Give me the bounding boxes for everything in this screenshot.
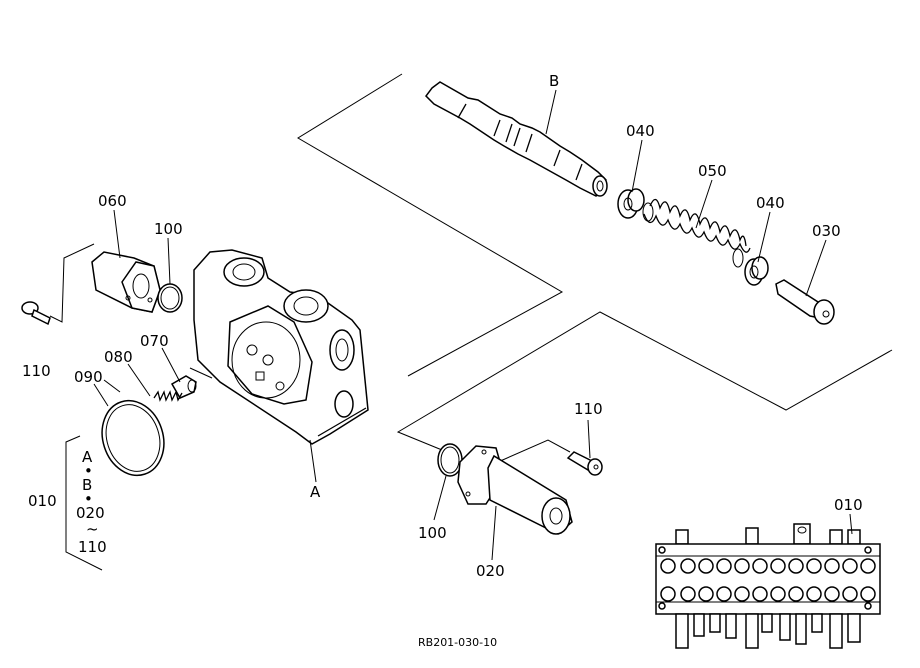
bolt-110-left	[21, 301, 51, 326]
bracket-from: 020	[76, 504, 105, 522]
part-labels: B 040 050 040 030 060 100 110 070 080 09…	[22, 72, 863, 580]
label-060: 060	[98, 192, 127, 210]
bracket-dot-1: •	[84, 462, 93, 480]
label-050: 050	[698, 162, 727, 180]
label-a: A	[310, 483, 321, 501]
label-030: 030	[812, 222, 841, 240]
o-ring-090	[101, 399, 165, 477]
spring-seat-040-right	[744, 256, 769, 286]
cap-060	[91, 251, 161, 313]
label-010-thumbnail: 010	[834, 496, 863, 514]
bracket-b: B	[82, 476, 92, 494]
drawing-reference: RB201-030-10	[418, 636, 497, 649]
label-b: B	[549, 72, 559, 90]
label-040-right: 040	[756, 194, 785, 212]
bracket-010-group	[65, 435, 103, 571]
leader-lines	[93, 89, 853, 561]
label-080: 080	[104, 348, 133, 366]
label-100-upper: 100	[154, 220, 183, 238]
bracket-dot-2: •	[84, 490, 93, 508]
label-110-right: 110	[574, 400, 603, 418]
label-110-left: 110	[22, 362, 51, 380]
spring-seat-040-left	[617, 188, 645, 219]
valve-assembly-thumbnail	[655, 523, 881, 649]
plug-070	[170, 375, 197, 399]
assembly-outline-lower	[396, 311, 893, 463]
valve-body-a	[193, 249, 369, 445]
assembly-outline-upper	[103, 73, 564, 393]
o-ring-100-upper	[157, 283, 183, 313]
label-010-left: 010	[28, 492, 57, 510]
bracket-contents: A • B • 020 ~ 110	[76, 448, 107, 556]
label-090: 090	[74, 368, 103, 386]
bolt-030	[775, 279, 835, 325]
label-100-lower: 100	[418, 524, 447, 542]
spring-050	[642, 198, 751, 268]
spool-b	[425, 81, 608, 197]
spring-080	[153, 390, 183, 402]
bracket-tilde: ~	[86, 520, 99, 538]
port-cap-020	[457, 445, 573, 535]
o-ring-100-lower	[437, 443, 463, 477]
label-020: 020	[476, 562, 505, 580]
bracket-to: 110	[78, 538, 107, 556]
label-070: 070	[140, 332, 169, 350]
bolt-leader-left	[49, 243, 95, 323]
label-040-left: 040	[626, 122, 655, 140]
bracket-a: A	[82, 448, 93, 466]
bolt-110-right	[566, 451, 603, 476]
